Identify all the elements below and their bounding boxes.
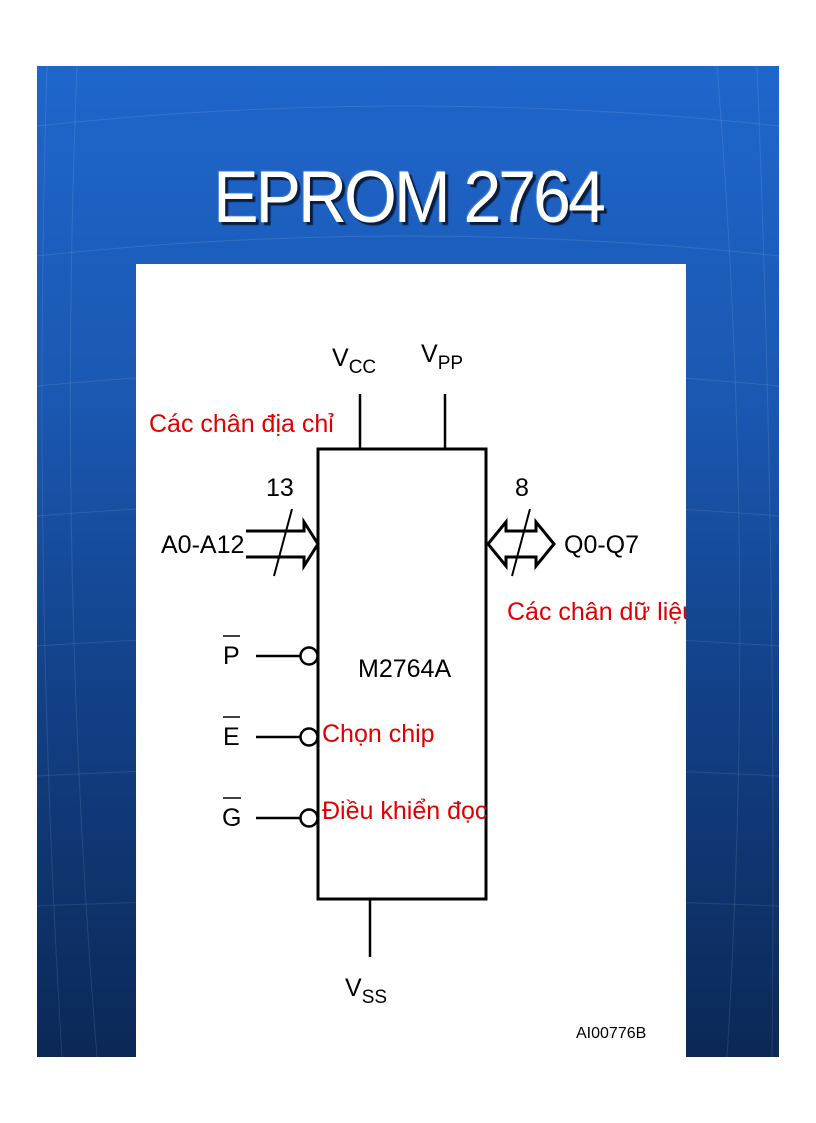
vpp-label: VPP [421,340,463,374]
data-bus-width: 8 [515,474,529,502]
data-pins-annotation: Các chân dữ liệu [507,598,686,626]
p-pin-bubble [299,646,319,666]
address-bus-width: 13 [266,474,294,502]
e-pin-label: E [223,723,240,751]
address-bus-slash [273,508,293,577]
address-pin-label: A0-A12 [161,531,244,559]
output-enable-annotation: Điều khiển đọc [322,797,487,825]
eprom-block-diagram: M2764A VCC VPP VSS 13 A0-A12 8 Q0-Q7 P E… [149,340,686,1042]
data-bus-arrow [486,517,556,571]
figure-id: AI00776B [576,1025,646,1042]
g-pin-bubble [299,808,319,828]
data-pin-label: Q0-Q7 [564,531,639,559]
vcc-label: VCC [332,344,376,378]
data-bus-slash [511,508,531,577]
vss-label: VSS [345,974,387,1008]
g-pin-label: G [222,804,241,832]
chip-select-annotation: Chọn chip [322,720,435,748]
chip-body [316,447,488,901]
slide-title: EPROM 2764 [213,155,606,239]
e-pin-bubble [299,727,319,747]
address-bus-arrow [246,516,320,572]
chip-label: M2764A [358,655,451,683]
address-pins-annotation: Các chân địa chỉ [149,410,334,438]
p-pin-label: P [223,642,240,670]
